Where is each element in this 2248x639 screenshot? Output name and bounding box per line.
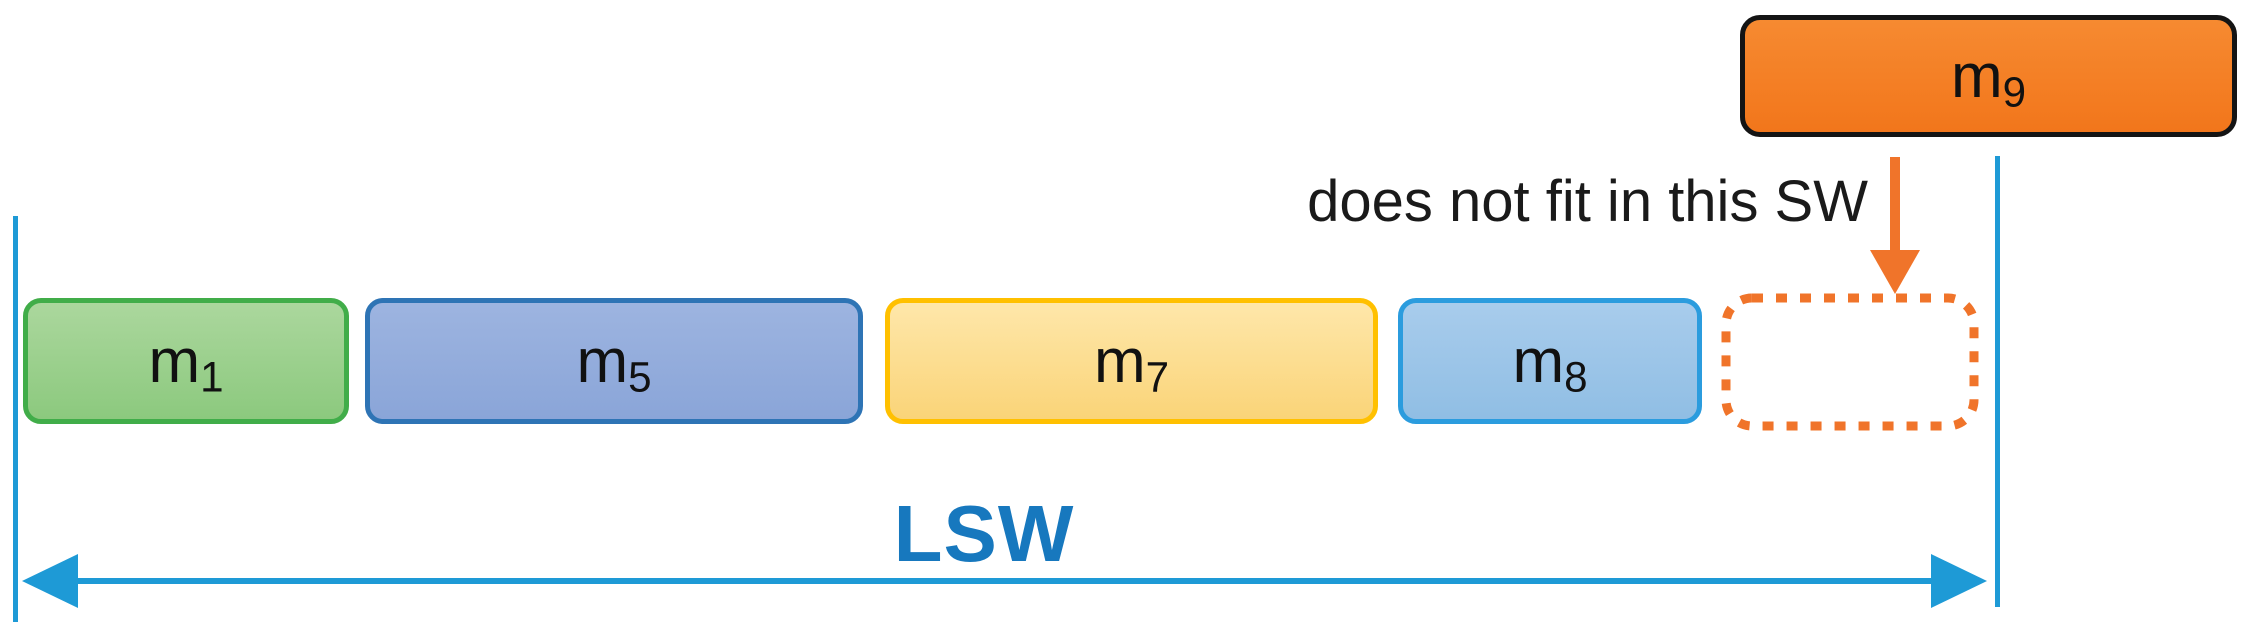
block-label-m5: m5 — [576, 326, 652, 400]
memory-block-m5: m5 — [365, 298, 863, 424]
memory-block-m1: m1 — [23, 298, 349, 424]
overflow-arrow-head-icon — [1870, 250, 1920, 294]
block-label-m7-subscript: 7 — [1145, 352, 1170, 400]
lsw-label: LSW — [893, 489, 1075, 578]
block-label-m9-subscript: 9 — [2002, 67, 2027, 115]
annotation-does-not-fit: does not fit in this SW — [1307, 169, 1868, 234]
block-label-m9: m9 — [1950, 41, 2027, 115]
empty-slot-dashed-box — [1721, 293, 1979, 431]
block-label-m1-subscript: 1 — [200, 352, 224, 400]
lsw-arrowhead-left-icon — [22, 554, 78, 608]
empty-slot-border — [1721, 293, 1979, 431]
block-label-m1: m1 — [148, 326, 224, 400]
lsw-left-boundary-line — [13, 216, 18, 622]
memory-block-m7: m7 — [885, 298, 1378, 424]
block-label-m8-subscript: 8 — [1564, 352, 1588, 400]
block-label-m8: m8 — [1512, 326, 1588, 400]
overflow-arrow-shaft — [1890, 157, 1900, 253]
lsw-span-arrow-line — [60, 578, 1950, 584]
block-label-m5-subscript: 5 — [628, 352, 652, 400]
lsw-right-boundary-line — [1995, 156, 2000, 607]
memory-block-m8: m8 — [1398, 298, 1702, 424]
lsw-arrowhead-right-icon — [1931, 554, 1987, 608]
memory-block-m9: m9 — [1740, 15, 2237, 137]
block-label-m7: m7 — [1093, 326, 1170, 400]
